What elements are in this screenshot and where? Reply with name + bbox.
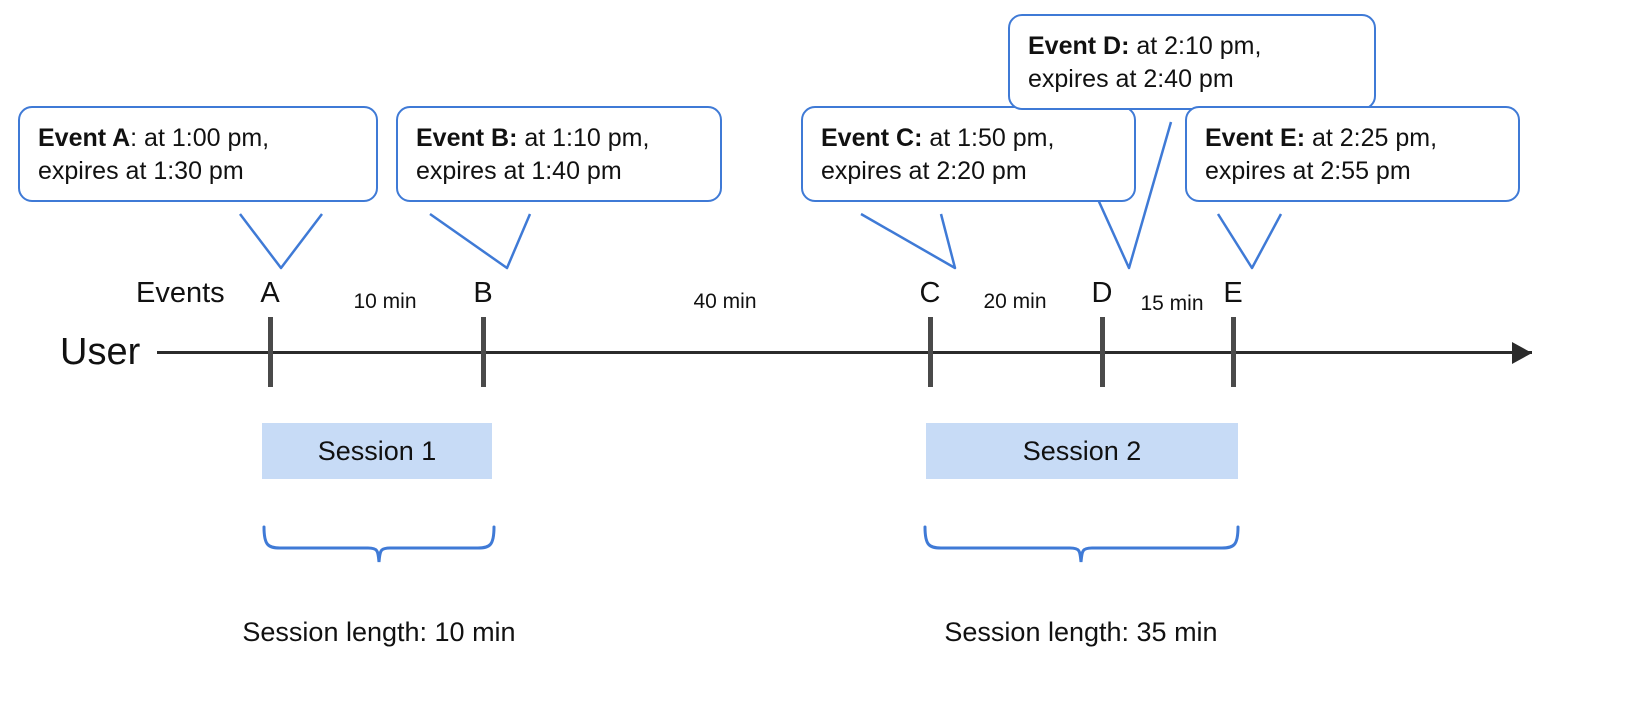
tick-label-d: D bbox=[1091, 277, 1113, 309]
tick-label-a: A bbox=[260, 277, 280, 309]
callout-event-c-line2: expires at 2:20 pm bbox=[821, 157, 1027, 185]
callout-tail-b bbox=[429, 212, 532, 270]
callout-event-d-line1: Event D: at 2:10 pm, bbox=[1028, 32, 1261, 60]
callout-event-d: Event D: at 2:10 pm, expires at 2:40 pm bbox=[1008, 14, 1376, 110]
callout-event-b-line2: expires at 1:40 pm bbox=[416, 157, 622, 185]
callout-event-e-line1: Event E: at 2:25 pm, bbox=[1205, 124, 1437, 152]
tick-d bbox=[1100, 317, 1105, 387]
session-bar-2: Session 2 bbox=[926, 423, 1238, 479]
gap-label-d-e: 15 min bbox=[1140, 292, 1204, 315]
timeline-arrow-icon bbox=[1512, 342, 1532, 364]
brace-session-2 bbox=[923, 525, 1240, 563]
callout-event-c-line1: Event C: at 1:50 pm, bbox=[821, 124, 1054, 152]
callout-event-e-name: Event E: bbox=[1205, 124, 1306, 152]
callout-event-a-line1: Event A: at 1:00 pm, bbox=[38, 124, 269, 152]
callout-tail-c bbox=[860, 212, 957, 270]
callout-event-b-name: Event B: bbox=[416, 124, 518, 152]
tick-label-e: E bbox=[1223, 277, 1243, 309]
brace-session-1 bbox=[262, 525, 496, 563]
events-row-label: Events bbox=[136, 277, 225, 309]
callout-event-c-name: Event C: bbox=[821, 124, 923, 152]
callout-event-e: Event E: at 2:25 pm, expires at 2:55 pm bbox=[1185, 106, 1520, 202]
callout-tail-a bbox=[239, 213, 323, 270]
gap-label-c-d: 20 min bbox=[983, 290, 1047, 313]
callout-event-a-time: : at 1:00 pm, bbox=[130, 124, 270, 152]
session-length-1: Session length: 10 min bbox=[242, 617, 516, 647]
callout-event-b-line1: Event B: at 1:10 pm, bbox=[416, 124, 649, 152]
callout-event-b: Event B: at 1:10 pm, expires at 1:40 pm bbox=[396, 106, 722, 202]
session-length-2: Session length: 35 min bbox=[944, 617, 1218, 647]
callout-event-a-line2: expires at 1:30 pm bbox=[38, 157, 244, 185]
tick-c bbox=[928, 317, 933, 387]
callout-event-e-line2: expires at 2:55 pm bbox=[1205, 157, 1411, 185]
callout-event-c: Event C: at 1:50 pm, expires at 2:20 pm bbox=[801, 106, 1136, 202]
user-row-label: User bbox=[60, 331, 141, 373]
tick-a bbox=[268, 317, 273, 387]
session-bar-1: Session 1 bbox=[262, 423, 492, 479]
tick-label-c: C bbox=[919, 277, 941, 309]
tick-e bbox=[1231, 317, 1236, 387]
callout-tail-e bbox=[1216, 213, 1283, 270]
gap-label-b-c: 40 min bbox=[693, 290, 757, 313]
gap-label-a-b: 10 min bbox=[353, 290, 417, 313]
tick-label-b: B bbox=[473, 277, 493, 309]
callout-event-b-time: at 1:10 pm, bbox=[517, 124, 650, 152]
callout-event-d-line2: expires at 2:40 pm bbox=[1028, 65, 1234, 93]
callout-event-d-time: at 2:10 pm, bbox=[1129, 32, 1262, 60]
callout-event-e-time: at 2:25 pm, bbox=[1305, 124, 1438, 152]
callout-event-c-time: at 1:50 pm, bbox=[922, 124, 1055, 152]
callout-event-d-name: Event D: bbox=[1028, 32, 1130, 60]
timeline-axis bbox=[157, 351, 1532, 354]
callout-event-a: Event A: at 1:00 pm, expires at 1:30 pm bbox=[18, 106, 378, 202]
tick-b bbox=[481, 317, 486, 387]
callout-event-a-name: Event A bbox=[38, 124, 131, 152]
